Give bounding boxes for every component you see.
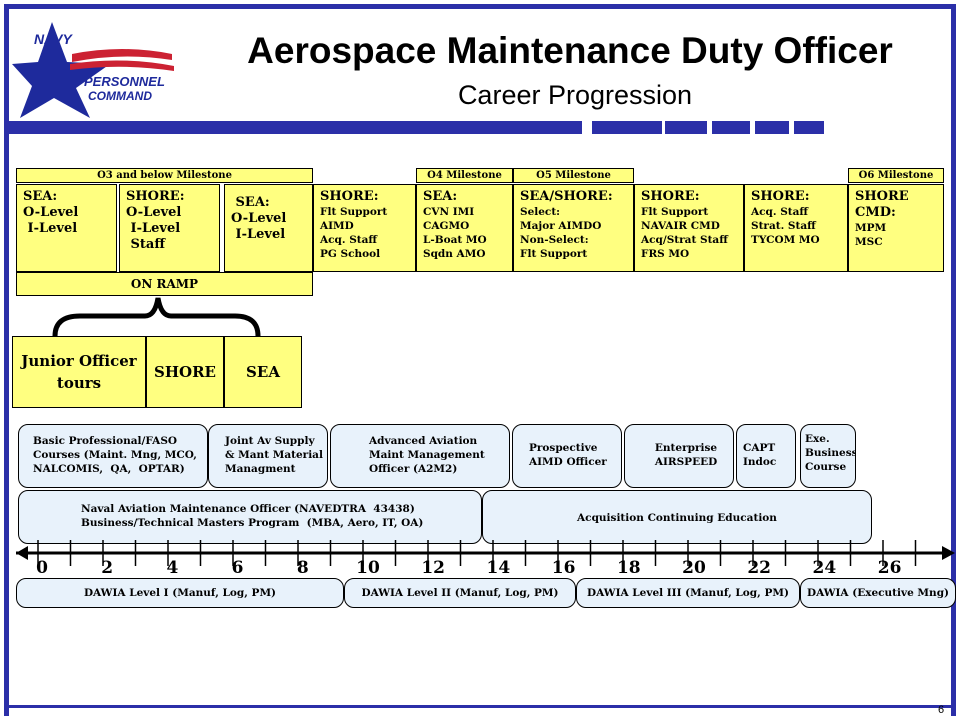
tour-box: SHORE: Flt Support NAVAIR CMD Acq/Strat …: [634, 184, 744, 272]
tour-heading: SHORE CMD:: [855, 189, 909, 220]
logo-personnel-text: PERSONNEL: [84, 74, 165, 89]
tour-heading: SEA: O-Level I-Level: [231, 195, 287, 242]
dawia-level-3: DAWIA Level III (Manuf, Log, PM): [576, 578, 800, 608]
page-title: Aerospace Maintenance Duty Officer: [247, 30, 893, 71]
course-acquisition: Acquisition Continuing Education: [482, 490, 872, 544]
header-bar-segment: [712, 121, 750, 134]
course-enterprise-airspeed: Enterprise AIRSPEED: [624, 424, 734, 488]
course-navedtra: Naval Aviation Maintenance Officer (NAVE…: [18, 490, 482, 544]
frame-top: [4, 4, 954, 9]
tour-heading: SHORE: O-Level I-Level Staff: [126, 189, 185, 252]
tour-box: SEA: O-Level I-Level: [16, 184, 117, 272]
tour-heading: SHORE:: [320, 189, 379, 204]
header-bar-segment: [755, 121, 789, 134]
timeline-label: 16: [551, 558, 576, 578]
timeline-label: 22: [747, 558, 772, 578]
frame-left: [4, 4, 9, 716]
logo-command-text: COMMAND: [88, 89, 152, 103]
course-capt-indoc: CAPT Indoc: [736, 424, 796, 488]
page-number: 6: [938, 704, 945, 716]
frame-right: [951, 4, 956, 716]
timeline-axis: [16, 540, 955, 566]
milestone-o5: O5 Milestone: [513, 168, 634, 183]
tour-box: SHORE: Flt Support AIMD Acq. Staff PG Sc…: [313, 184, 416, 272]
navy-personnel-command-logo: NAVY PERSONNEL COMMAND: [12, 22, 174, 118]
timeline-label: 26: [877, 558, 902, 578]
timeline-label: 12: [421, 558, 446, 578]
course-exec-business: Exe. Business Course: [800, 424, 856, 488]
tour-heading: SHORE:: [641, 189, 700, 204]
header-bar-segment: [794, 121, 824, 134]
on-ramp: ON RAMP: [16, 272, 313, 296]
tour-box: SEA: O-Level I-Level: [224, 184, 313, 272]
tour-details: Acq. Staff Strat. Staff TYCOM MO: [751, 206, 820, 246]
header-bar-segment: [665, 121, 707, 134]
timeline-label: 0: [36, 558, 48, 578]
timeline-label: 20: [682, 558, 706, 578]
tour-box: SEA: CVN IMI CAGMO L-Boat MO Sqdn AMO: [416, 184, 513, 272]
junior-shore: SHORE: [146, 336, 224, 408]
header-bar: [9, 121, 582, 134]
tour-heading: SEA: O-Level I-Level: [23, 189, 79, 236]
course-basic-professional: Basic Professional/FASO Courses (Maint. …: [18, 424, 208, 488]
frame-bottom: [4, 705, 956, 708]
course-a2m2: Advanced Aviation Maint Management Offic…: [330, 424, 510, 488]
timeline-label: 14: [486, 558, 511, 578]
dawia-level-1: DAWIA Level I (Manuf, Log, PM): [16, 578, 344, 608]
tour-details: CVN IMI CAGMO L-Boat MO Sqdn AMO: [423, 206, 487, 260]
tour-heading: SHORE:: [751, 189, 810, 204]
milestone-o6: O6 Milestone: [848, 168, 944, 183]
course-prospective-aimd: Prospective AIMD Officer: [512, 424, 622, 488]
tour-details: Flt Support NAVAIR CMD Acq/Strat Staff F…: [641, 206, 728, 260]
tour-box: SHORE: O-Level I-Level Staff: [119, 184, 220, 272]
tour-heading: SEA:: [423, 189, 458, 204]
milestone-o3: O3 and below Milestone: [16, 168, 313, 183]
tour-box: SEA/SHORE: Select: Major AIMDO Non-Selec…: [513, 184, 634, 272]
timeline-label: 24: [812, 558, 837, 578]
dawia-executive: DAWIA (Executive Mng): [800, 578, 956, 608]
timeline-label: 18: [616, 558, 641, 578]
tour-heading: SEA/SHORE:: [520, 189, 613, 204]
page-subtitle: Career Progression: [457, 80, 693, 110]
timeline-label: 8: [296, 558, 309, 578]
junior-sea: SEA: [224, 336, 302, 408]
dawia-level-2: DAWIA Level II (Manuf, Log, PM): [344, 578, 576, 608]
tour-details: Flt Support AIMD Acq. Staff PG School: [320, 206, 388, 260]
tour-box: SHORE CMD: MPM MSC: [848, 184, 944, 272]
timeline-label: 2: [101, 558, 114, 578]
timeline-label: 6: [231, 558, 244, 578]
tour-details: MPM MSC: [855, 222, 887, 248]
brace-icon: [52, 297, 261, 337]
course-joint-av-supply: Joint Av Supply & Mant Material Managmen…: [208, 424, 328, 488]
timeline-label: 10: [356, 558, 380, 578]
tour-details: Select: Major AIMDO Non-Select: Flt Supp…: [520, 206, 602, 260]
milestone-o4: O4 Milestone: [416, 168, 513, 183]
header-bar-segment: [592, 121, 662, 134]
junior-officer-tours: Junior Officer tours: [12, 336, 146, 408]
tour-box: SHORE: Acq. Staff Strat. Staff TYCOM MO: [744, 184, 848, 272]
logo-navy-text: NAVY: [34, 31, 74, 47]
timeline-label: 4: [166, 558, 179, 578]
